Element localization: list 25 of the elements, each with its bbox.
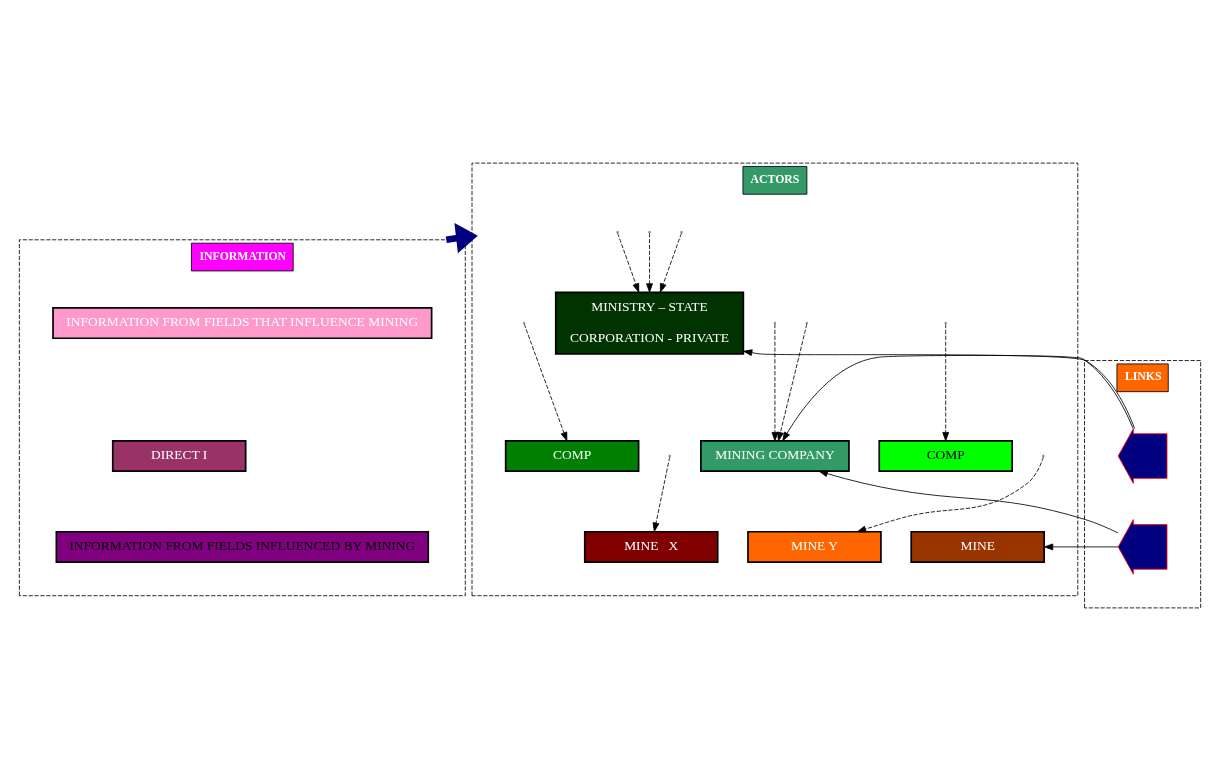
node-box: MINE X	[583, 530, 719, 563]
arrow	[856, 456, 1044, 533]
arrow	[652, 456, 671, 532]
arrow	[818, 470, 1119, 534]
node-box: DIRECT I	[111, 440, 247, 472]
node-bracket	[1117, 519, 1168, 575]
arrow	[617, 232, 640, 293]
node-box: MINISTRY – STATE CORPORATION - PRIVATE	[554, 291, 745, 355]
node-bracket	[1117, 428, 1168, 484]
arrow	[942, 323, 950, 442]
node-box: INFORMATION FROM FIELDS INFLUENCED BY MINING	[55, 530, 430, 563]
node-box: COMP	[504, 440, 640, 472]
arrow	[659, 232, 682, 293]
arrow	[1043, 543, 1119, 551]
arrow	[523, 323, 568, 442]
arrow	[777, 355, 1134, 442]
node-box: COMP	[878, 440, 1013, 472]
arrow	[646, 232, 653, 293]
node-box: MINE	[910, 530, 1045, 563]
node-box: MINE Y	[747, 530, 882, 563]
arrow	[743, 349, 1135, 429]
node-box: INFORMATION FROM FIELDS THAT INFLUENCE MINING	[52, 307, 433, 340]
arrow	[771, 323, 808, 442]
arrow	[771, 323, 784, 442]
node-box: MINING COMPANY	[700, 440, 850, 472]
